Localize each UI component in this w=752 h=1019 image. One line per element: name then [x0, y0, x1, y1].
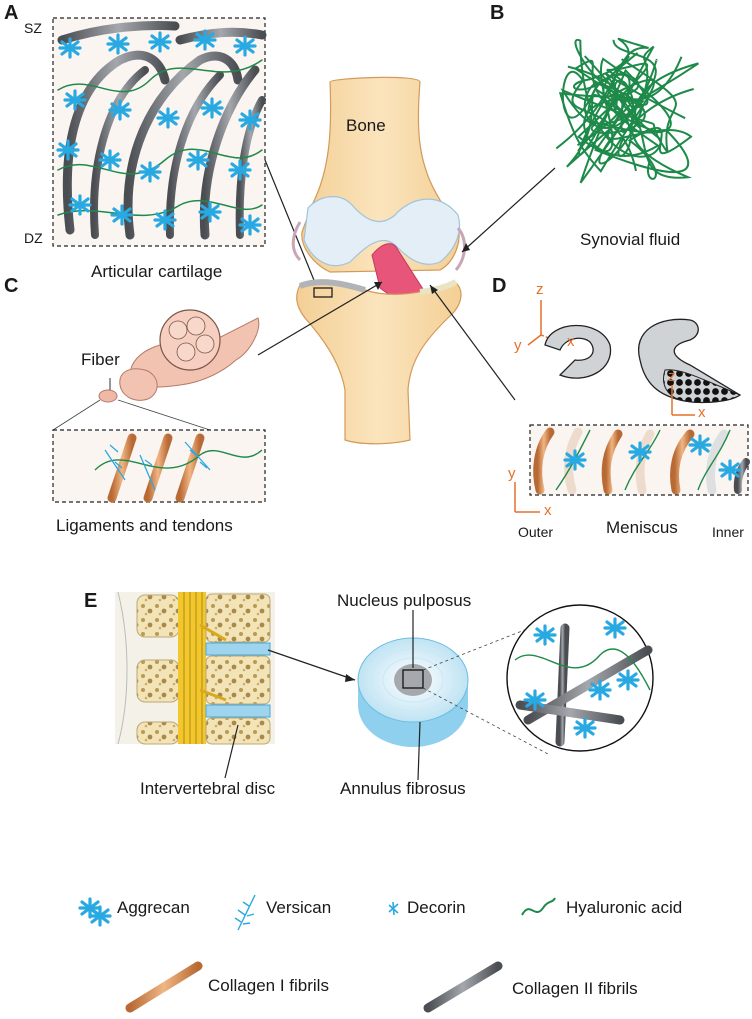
hyaluronic-strand — [583, 39, 686, 125]
aggrecan-mark — [56, 139, 80, 161]
intervertebral-disc-label: Intervertebral disc — [140, 779, 276, 798]
aggrecan-mark — [63, 89, 87, 111]
hyaluronic-strand — [567, 62, 692, 179]
arrowhead-c — [374, 282, 382, 290]
meniscus-3d-left — [544, 324, 612, 379]
aggrecan-mark — [233, 35, 257, 57]
bone-label: Bone — [346, 116, 386, 135]
superficial-zone-label: SZ — [24, 20, 42, 36]
connector-c — [257, 281, 383, 356]
aggrecan-mark — [238, 109, 262, 131]
legend-collagen1-label: Collagen I fibrils — [208, 976, 329, 995]
inner-label: Inner — [712, 524, 744, 540]
aggrecan-mark — [153, 209, 177, 231]
connector-d — [429, 284, 516, 401]
panel-letter-d: D — [492, 275, 507, 297]
legend-decorin-label: Decorin — [407, 898, 466, 917]
articular-cartilage-caption: Articular cartilage — [91, 262, 223, 281]
aggrecan-mark — [110, 204, 134, 226]
panel-letter-a: A — [4, 2, 19, 24]
legend-collagen1-symbol — [125, 961, 203, 1013]
aggrecan-mark — [228, 159, 252, 181]
connector-e-disc — [267, 649, 356, 681]
connector-intervertebral — [224, 724, 239, 779]
panel-a-box — [52, 17, 266, 247]
legend-collagen2-label: Collagen II fibrils — [512, 979, 638, 998]
aggrecan-mark — [238, 214, 262, 236]
aggrecan-mark — [200, 97, 224, 119]
legend-aggrecan-symbol — [78, 897, 112, 927]
aggrecan-mark — [138, 161, 162, 183]
panel-c-box — [52, 429, 266, 503]
tendon-fascicle-illustration — [98, 309, 260, 403]
meniscus-axes-bottom — [514, 482, 540, 513]
aggrecan-mark — [68, 194, 92, 216]
panel-letter-c: C — [4, 275, 19, 297]
aggrecan-mark — [98, 149, 122, 171]
nucleus-pulposus-label: Nucleus pulposus — [337, 591, 472, 610]
axis-x-label-bottom: x — [544, 502, 552, 519]
legend-collagen2-symbol — [423, 961, 503, 1013]
panel-d-box — [529, 424, 750, 496]
outer-label: Outer — [518, 524, 554, 540]
meniscus-axes-right — [671, 385, 695, 416]
connector-b — [461, 167, 556, 253]
hyaluronic-strand — [578, 57, 672, 153]
legend-hyaluronic-symbol — [521, 897, 556, 916]
aggrecan-mark — [58, 37, 82, 59]
aggrecan-mark — [106, 33, 130, 55]
axis-x-label-left: x — [567, 333, 575, 350]
legend-versican-label: Versican — [266, 898, 332, 917]
aggrecan-mark — [186, 149, 210, 171]
ligaments-tendons-caption: Ligaments and tendons — [56, 516, 233, 535]
aggrecan-mark — [198, 201, 222, 223]
axis-x-label-right: x — [698, 404, 706, 421]
fiber-label: Fiber — [81, 350, 120, 369]
synovial-fluid-caption: Synovial fluid — [580, 230, 681, 249]
meniscus-3d-right — [637, 318, 742, 404]
aggrecan-mark — [108, 99, 132, 121]
legend-versican-symbol — [234, 894, 256, 931]
aggrecan-mark — [156, 107, 180, 129]
aggrecan-mark — [148, 31, 172, 53]
meniscus-caption: Meniscus — [606, 518, 678, 537]
arrowhead-e-disc — [345, 674, 355, 682]
hyaluronic-strand — [607, 99, 693, 180]
deep-zone-label: DZ — [24, 230, 43, 246]
connector-a — [264, 159, 319, 291]
axis-z-label-right: z — [668, 368, 676, 385]
axis-y-label-left: y — [514, 337, 522, 354]
aggrecan-mark — [193, 29, 217, 51]
axis-y-label-bottom: y — [508, 465, 516, 482]
legend-decorin-symbol — [388, 901, 399, 916]
annulus-fibrosus-label: Annulus fibrosus — [340, 779, 466, 798]
arrowhead-b — [462, 243, 470, 252]
panel-a-fibers — [57, 21, 267, 240]
panel-letter-e: E — [84, 590, 98, 612]
arrowhead-d — [430, 285, 438, 294]
zoom-lines-c — [52, 399, 211, 431]
spine-section — [115, 591, 275, 745]
connector-annulus — [417, 721, 421, 781]
legend-aggrecan-label: Aggrecan — [117, 898, 190, 917]
axis-z-label-left: z — [536, 281, 544, 298]
synovial-fluid-tangle — [555, 37, 699, 184]
panel-letter-b: B — [490, 2, 505, 24]
legend-hyaluronic-label: Hyaluronic acid — [566, 898, 683, 917]
intervertebral-disc-3d — [357, 637, 469, 747]
nucleus-zoom-circle — [506, 604, 654, 752]
